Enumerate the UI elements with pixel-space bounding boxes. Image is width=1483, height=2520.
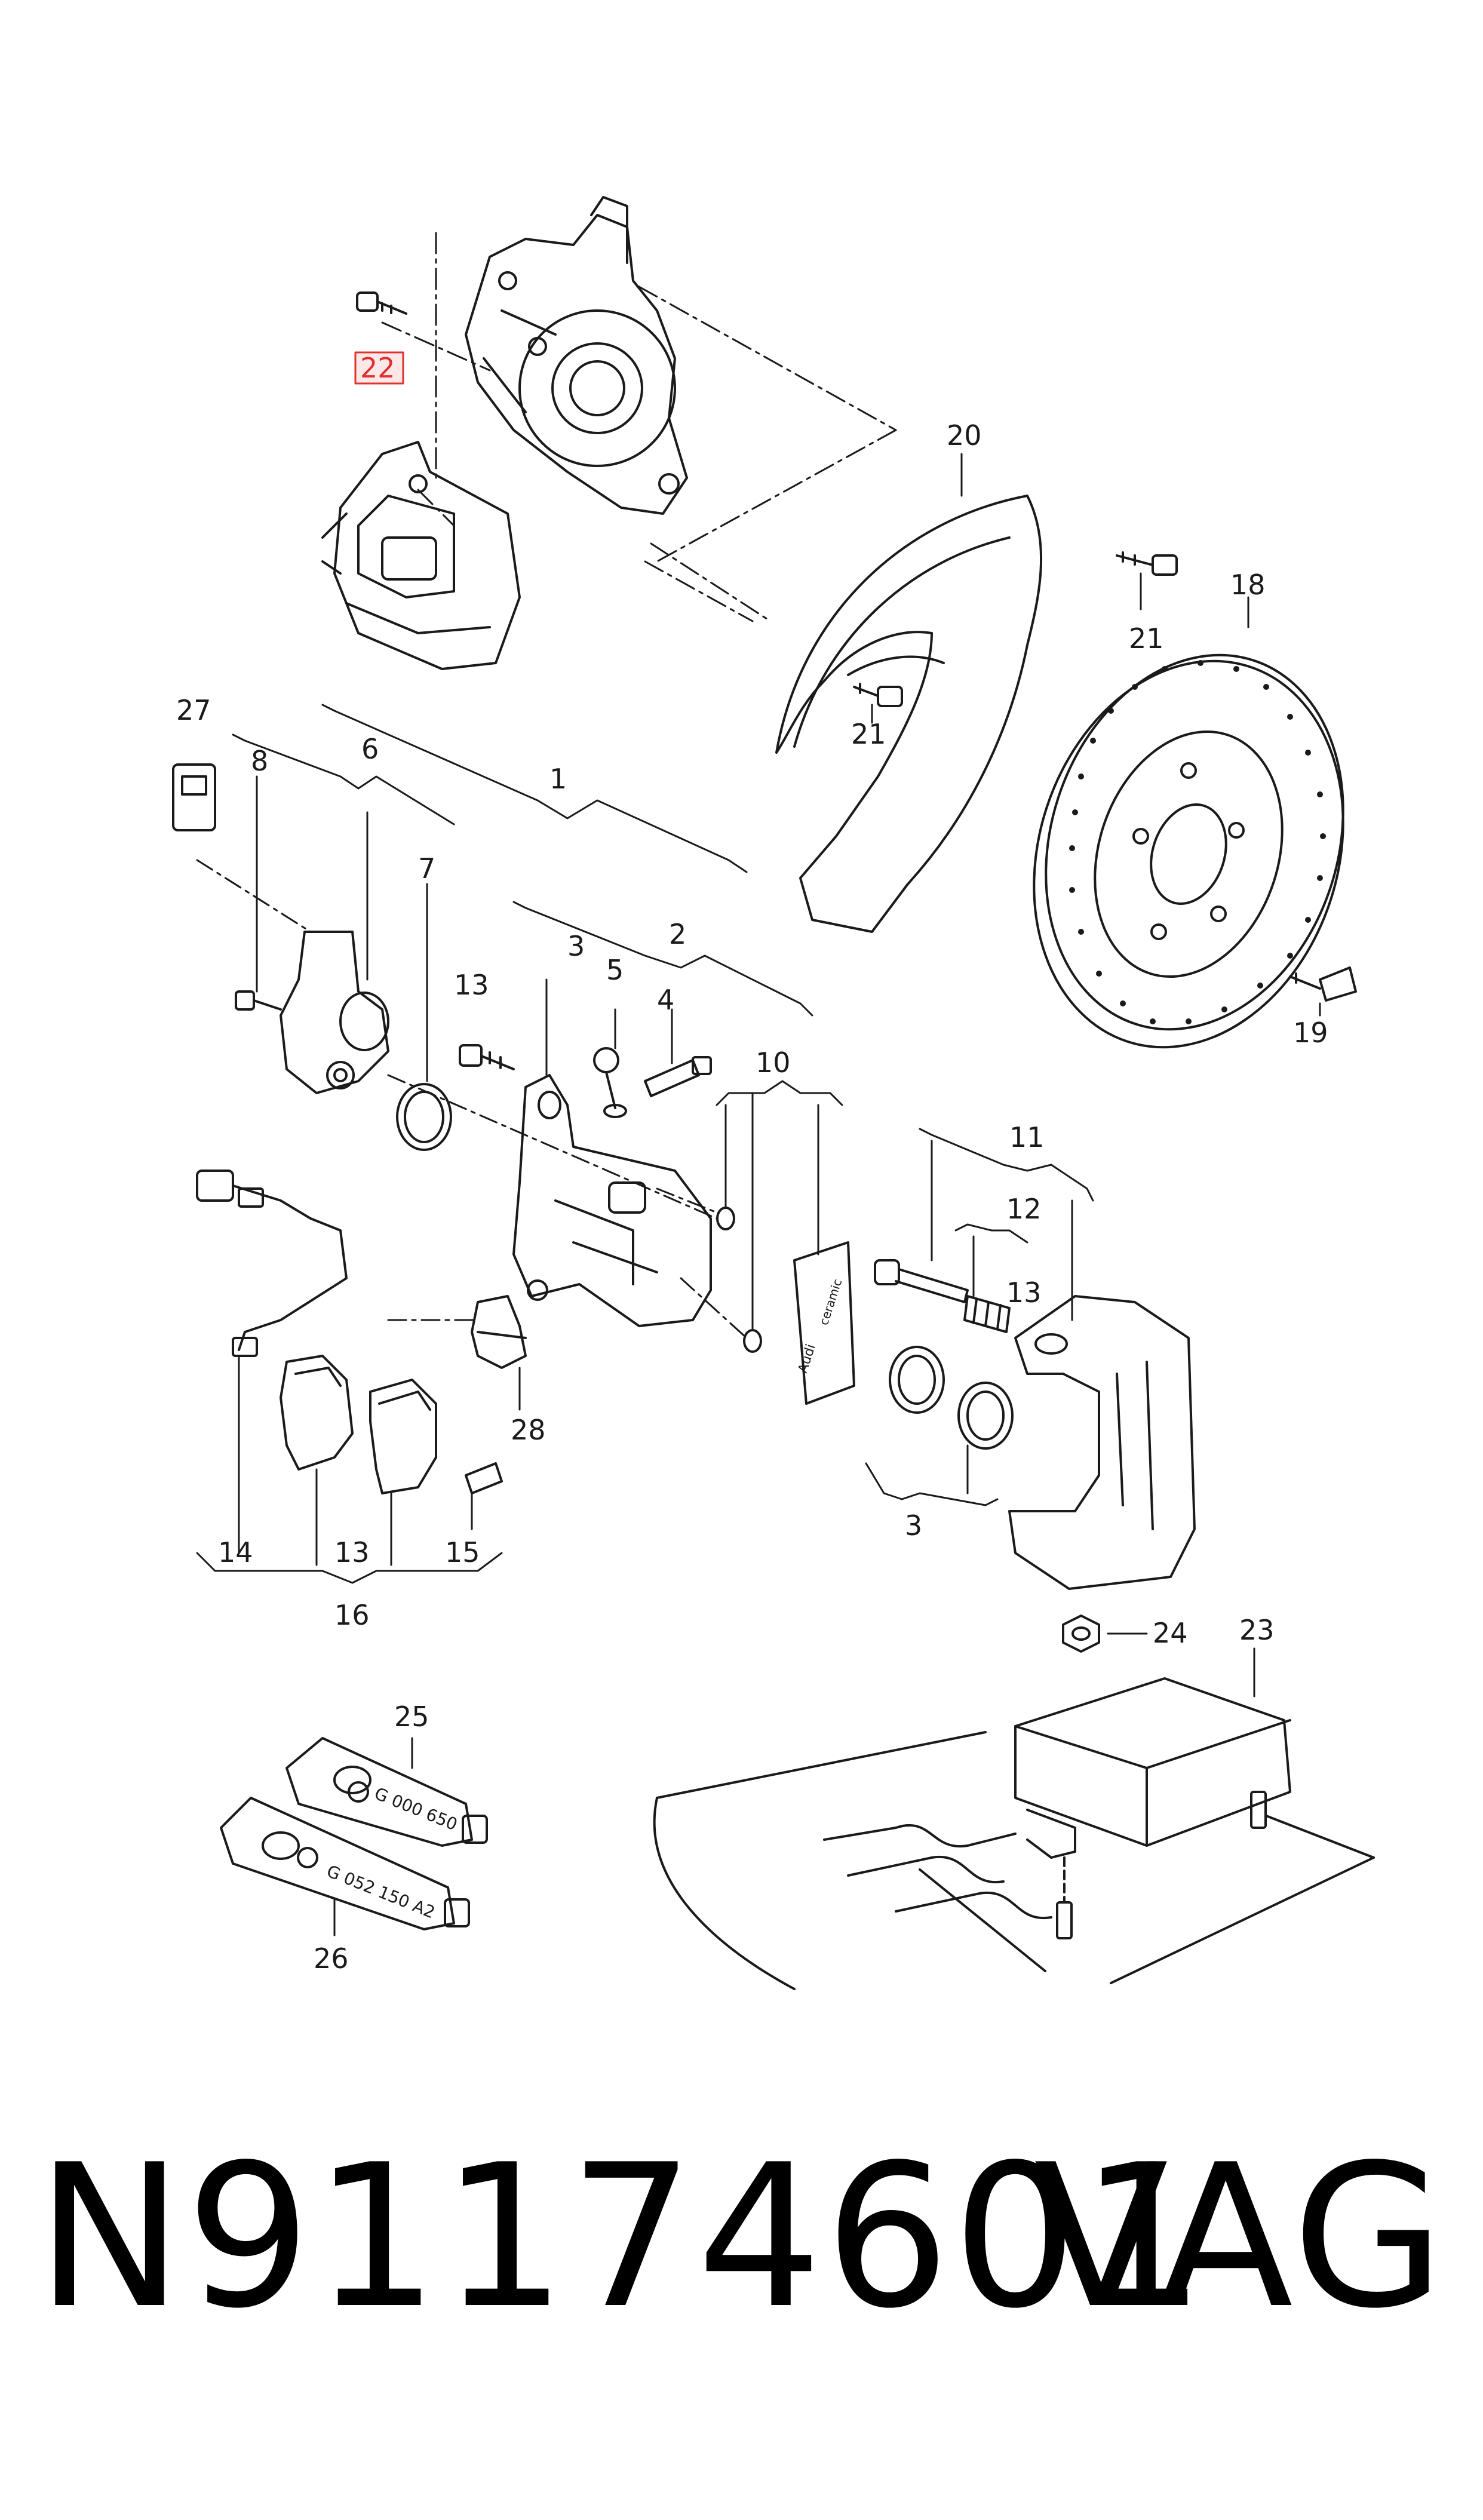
callout-13-pads: 13 — [334, 1536, 370, 1569]
callout-19: 19 — [1293, 1017, 1328, 1049]
callout-21-upper: 21 — [1129, 622, 1164, 655]
parking-brake-caliper — [321, 441, 521, 670]
callout-10: 10 — [756, 1046, 791, 1079]
bleed-valve-4[interactable] — [644, 1056, 712, 1097]
callout-11: 11 — [1009, 1121, 1045, 1153]
brake-pad-outer — [280, 1355, 354, 1471]
grease-tube-26 — [220, 1797, 470, 1930]
caliper-housing — [512, 1074, 712, 1327]
bolt-22[interactable] — [356, 291, 407, 315]
nut-24[interactable] — [1062, 1614, 1100, 1653]
connector-27 — [172, 763, 216, 831]
bolt-19[interactable] — [1289, 966, 1357, 1002]
splash-shield — [775, 495, 1043, 933]
bolt-21-lower[interactable] — [853, 683, 903, 707]
brake-pad-inner — [369, 1379, 437, 1494]
callout-6: 6 — [361, 733, 379, 765]
callout-2: 2 — [669, 918, 686, 950]
callout-27: 27 — [176, 694, 211, 726]
control-unit-23 — [1014, 1677, 1291, 1859]
vehicle-floor-panel — [653, 1731, 1375, 1990]
bolt-8[interactable] — [235, 990, 282, 1011]
grease-tube-25 — [285, 1737, 488, 1847]
pad-brand-text: Audi — [796, 1342, 819, 1374]
callout-13-caliper: 13 — [454, 969, 489, 1001]
anti-rattle-cover — [793, 1241, 855, 1405]
seal-ring-3b — [957, 1382, 1014, 1450]
callout-25: 25 — [394, 1701, 429, 1733]
seal-ring-3a — [889, 1346, 945, 1414]
callout-18: 18 — [1230, 569, 1266, 601]
assembly-lines-top — [381, 232, 897, 622]
callout-16: 16 — [334, 1599, 370, 1631]
part-number: N91174601 — [36, 2122, 1208, 2352]
caliper-carrier — [1008, 1295, 1196, 1590]
exploded-parts-diagram: Audi ceramic G 000 650 G 052 150 A2 22 2… — [172, 196, 1375, 1990]
callout-22: 22 — [360, 352, 395, 384]
callout-13-carrier: 13 — [1006, 1276, 1042, 1309]
callout-20: 20 — [947, 419, 982, 452]
callout-26: 26 — [314, 1942, 349, 1975]
callout-8: 8 — [251, 745, 268, 777]
brake-disc — [1033, 653, 1344, 1049]
callout-28: 28 — [511, 1414, 546, 1446]
callout-3-top: 3 — [567, 930, 585, 962]
callout-4: 4 — [657, 984, 674, 1016]
clip-15 — [465, 1462, 503, 1494]
pad-wear-sensor — [196, 1170, 348, 1357]
callout-3-bottom: 3 — [905, 1509, 922, 1542]
callout-1: 1 — [549, 763, 567, 795]
callout-14: 14 — [218, 1536, 253, 1569]
guide-bolt-carrier[interactable] — [874, 1259, 969, 1303]
wheel-bearing-housing — [465, 196, 688, 515]
bolt-21-upper[interactable] — [1116, 551, 1178, 576]
bracket-lines — [196, 453, 1321, 1936]
highlight-box-22 — [354, 351, 404, 385]
pad-ceramic-text: ceramic — [816, 1277, 845, 1327]
brand-name: VAG — [1033, 2122, 1447, 2352]
o-ring-7 — [396, 1083, 452, 1151]
caliper-motor — [280, 931, 389, 1094]
bolt-13-caliper[interactable] — [459, 1044, 515, 1070]
bleed-screw-5[interactable] — [593, 1047, 627, 1118]
callout-23: 23 — [1239, 1614, 1275, 1646]
stud-bolts — [1056, 1791, 1267, 1939]
guide-sleeve-12 — [963, 1295, 1011, 1333]
tube-25-code: G 000 650 — [371, 1784, 460, 1834]
spring-clip-28 — [471, 1295, 527, 1369]
callout-12: 12 — [1006, 1193, 1042, 1225]
callout-15: 15 — [445, 1536, 480, 1569]
callout-numbers: 22 20 21 18 21 27 6 1 8 7 3 2 5 4 13 10 … — [176, 352, 1328, 1975]
callout-21-lower: 21 — [851, 718, 886, 750]
callout-5: 5 — [606, 954, 624, 986]
callout-7: 7 — [418, 852, 435, 885]
callout-24: 24 — [1153, 1617, 1188, 1649]
